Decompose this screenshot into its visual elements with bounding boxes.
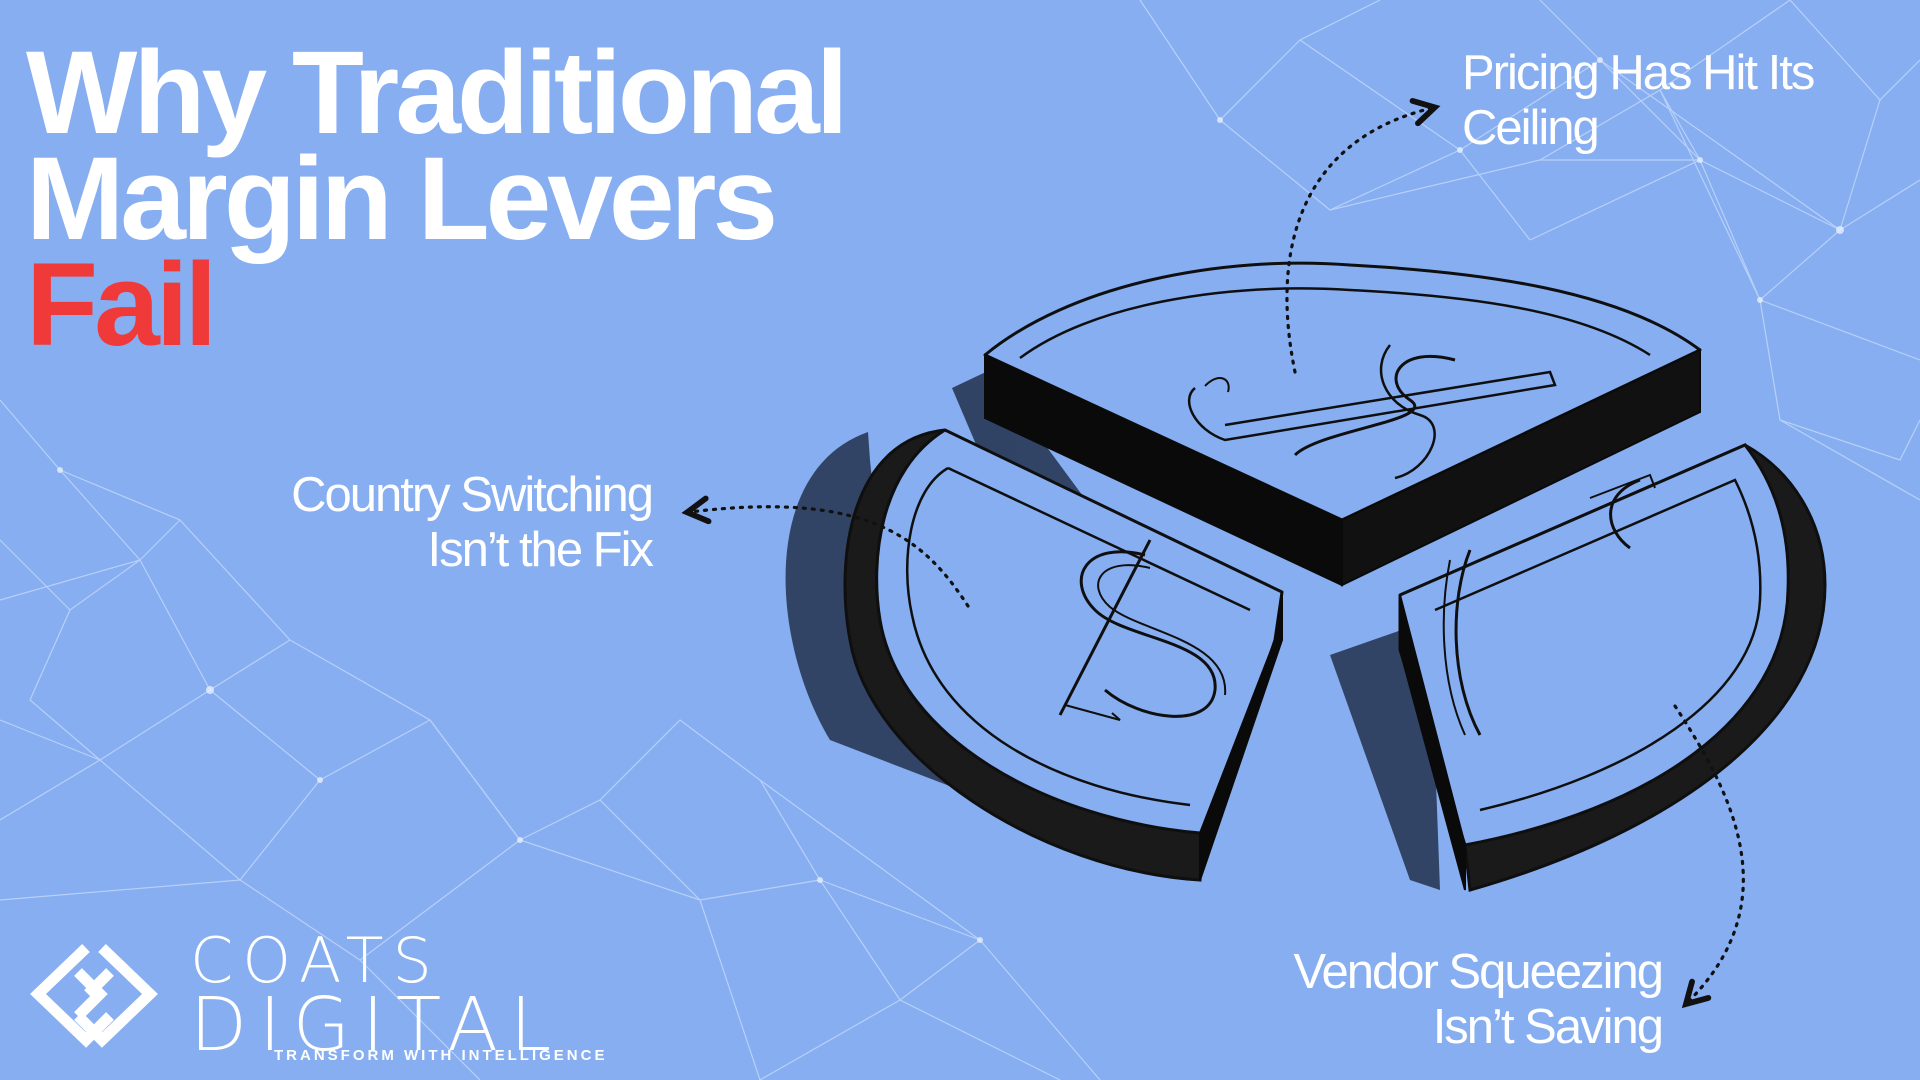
callout-country-line-2: Isn’t the Fix [427,522,654,577]
logo-word-coats: COATS [190,924,441,997]
callout-arrows [690,108,1745,1002]
callout-pricing-line-2: Ceiling [1462,100,1600,155]
coin-slice-left [843,428,1284,882]
title-line-1: Why Traditional [26,27,848,159]
callout-vendor: Vendor Squeezing Isn’t Saving [1293,945,1664,1055]
logo-word-digital: DIGITAL [190,982,564,1068]
logo-tagline: TRANSFORM WITH INTELLIGENCE [274,1047,608,1064]
title-accent: Fail [26,239,217,372]
callout-vendor-line-1: Vendor Squeezing [1293,945,1664,999]
title-line-2: Margin Levers [26,133,778,266]
coats-digital-logo-icon [30,944,158,1048]
callout-country-line-1: Country Switching [291,468,654,522]
coin-slice-right [1398,443,1827,892]
slide-title: Why Traditional Margin Levers Fail [26,34,848,364]
arrow-pricing [1285,108,1432,374]
callout-pricing-line-1: Pricing Has Hit Its [1462,46,1815,100]
callout-pricing: Pricing Has Hit Its Ceiling [1462,46,1815,156]
callout-vendor-line-2: Isn’t Saving [1432,999,1664,1054]
callout-country: Country Switching Isn’t the Fix [291,468,654,578]
coats-digital-logo: COATS DIGITAL TRANSFORM WITH INTELLIGENC… [22,930,622,1070]
coin-slice-top [983,261,1702,587]
